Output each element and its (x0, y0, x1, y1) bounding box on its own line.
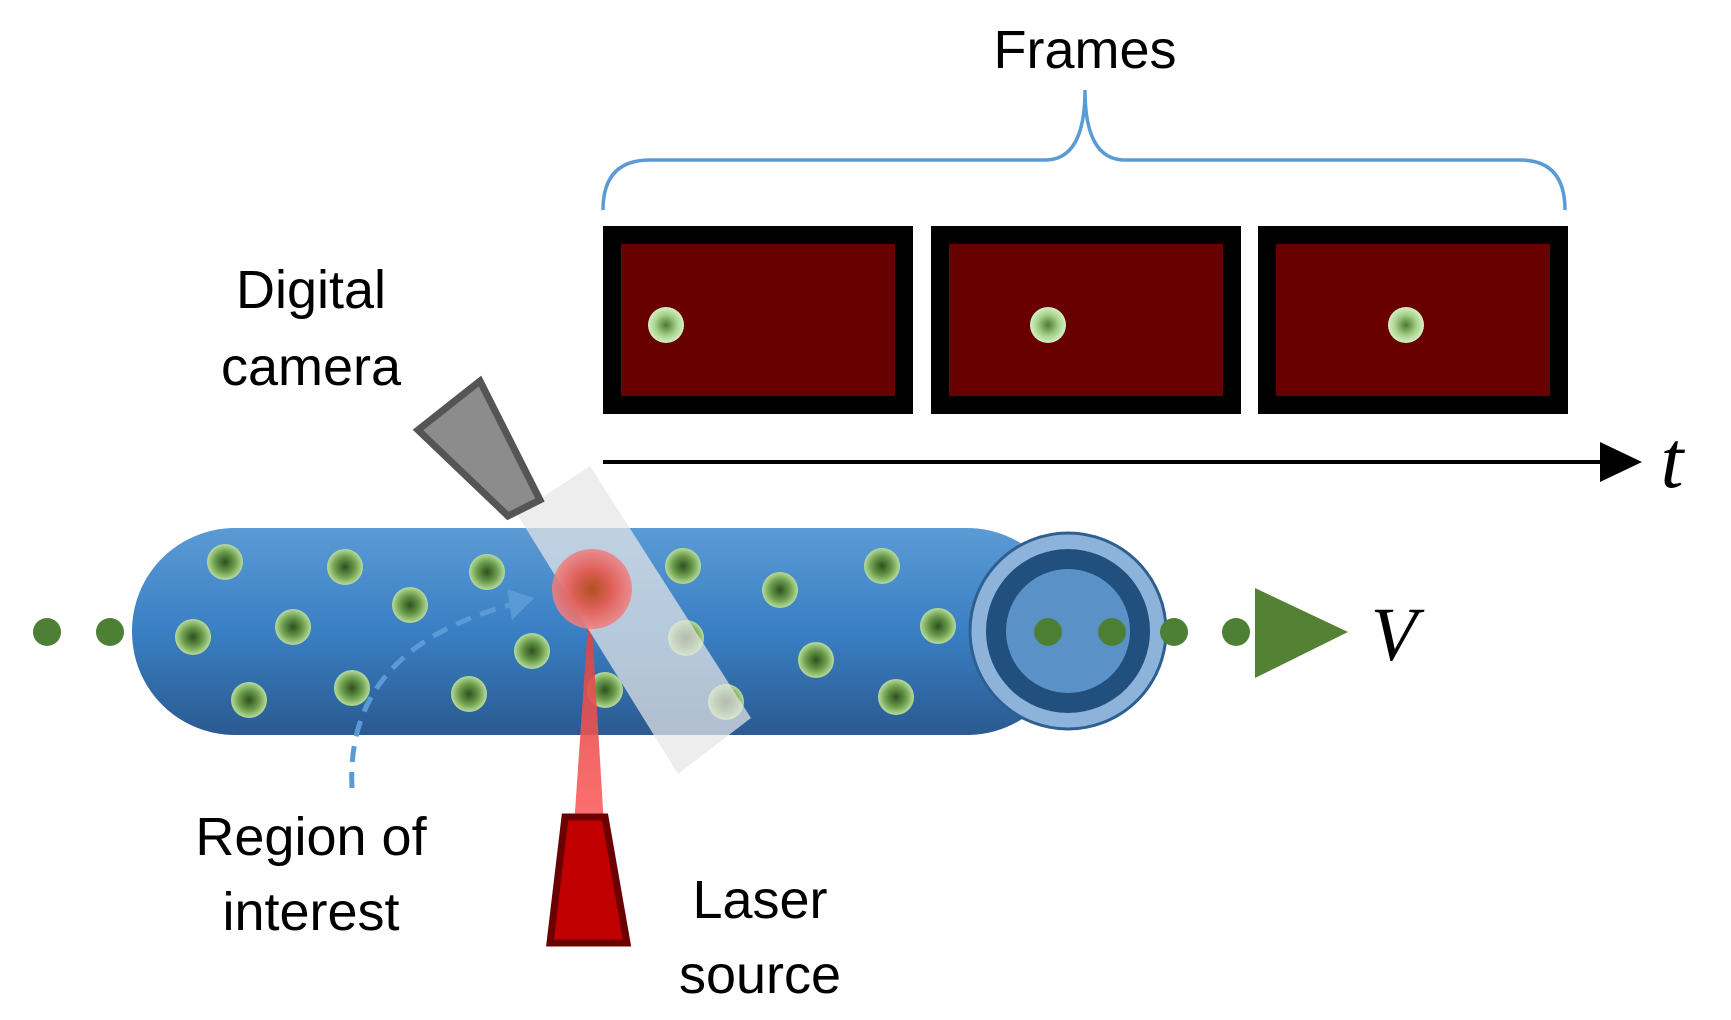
particle (665, 548, 701, 584)
particle (96, 618, 124, 646)
particle (469, 554, 505, 590)
camera-label-line2: camera (221, 337, 402, 397)
particle (1160, 618, 1188, 646)
time-axis (603, 442, 1642, 482)
particle (334, 670, 370, 706)
camera-label-line1: Digital (236, 260, 386, 320)
particle (762, 572, 798, 608)
particle (798, 642, 834, 678)
roi-pointer-arrow (349, 602, 511, 789)
particle (878, 679, 914, 715)
frames-label: Frames (993, 20, 1176, 80)
frame-3 (1258, 226, 1568, 414)
roi-label-line1: Region of (195, 807, 427, 867)
frame-1 (603, 226, 913, 414)
laser-label-line1: Laser (692, 870, 827, 930)
tube-end-bore (1006, 569, 1130, 693)
particle (451, 676, 487, 712)
particle (33, 618, 61, 646)
frames-brace (601, 89, 1567, 211)
particle (864, 548, 900, 584)
particle (1034, 618, 1062, 646)
frame-particle (648, 307, 684, 343)
particle (327, 549, 363, 585)
roi-pointer-arrowhead (507, 589, 534, 620)
digital-camera-icon (412, 375, 545, 521)
particle (920, 608, 956, 644)
laser-source-icon (546, 813, 632, 947)
particle (1098, 618, 1126, 646)
particle (175, 619, 211, 655)
particle (207, 544, 243, 580)
particle (275, 609, 311, 645)
frame-2 (931, 226, 1241, 414)
laser-beam (574, 595, 604, 826)
velocity-arrow (1255, 588, 1348, 678)
frame-particle (1030, 307, 1066, 343)
time-symbol: t (1661, 414, 1686, 505)
laser-label-line2: source (679, 945, 841, 1005)
particle (1222, 618, 1250, 646)
region-of-interest (552, 549, 632, 629)
particle (392, 587, 428, 623)
frame-particle (1388, 307, 1424, 343)
velocity-symbol: V (1371, 593, 1425, 677)
roi-label-line2: interest (222, 882, 399, 942)
camera-field-of-view (517, 466, 751, 774)
particle (514, 633, 550, 669)
particle (231, 682, 267, 718)
